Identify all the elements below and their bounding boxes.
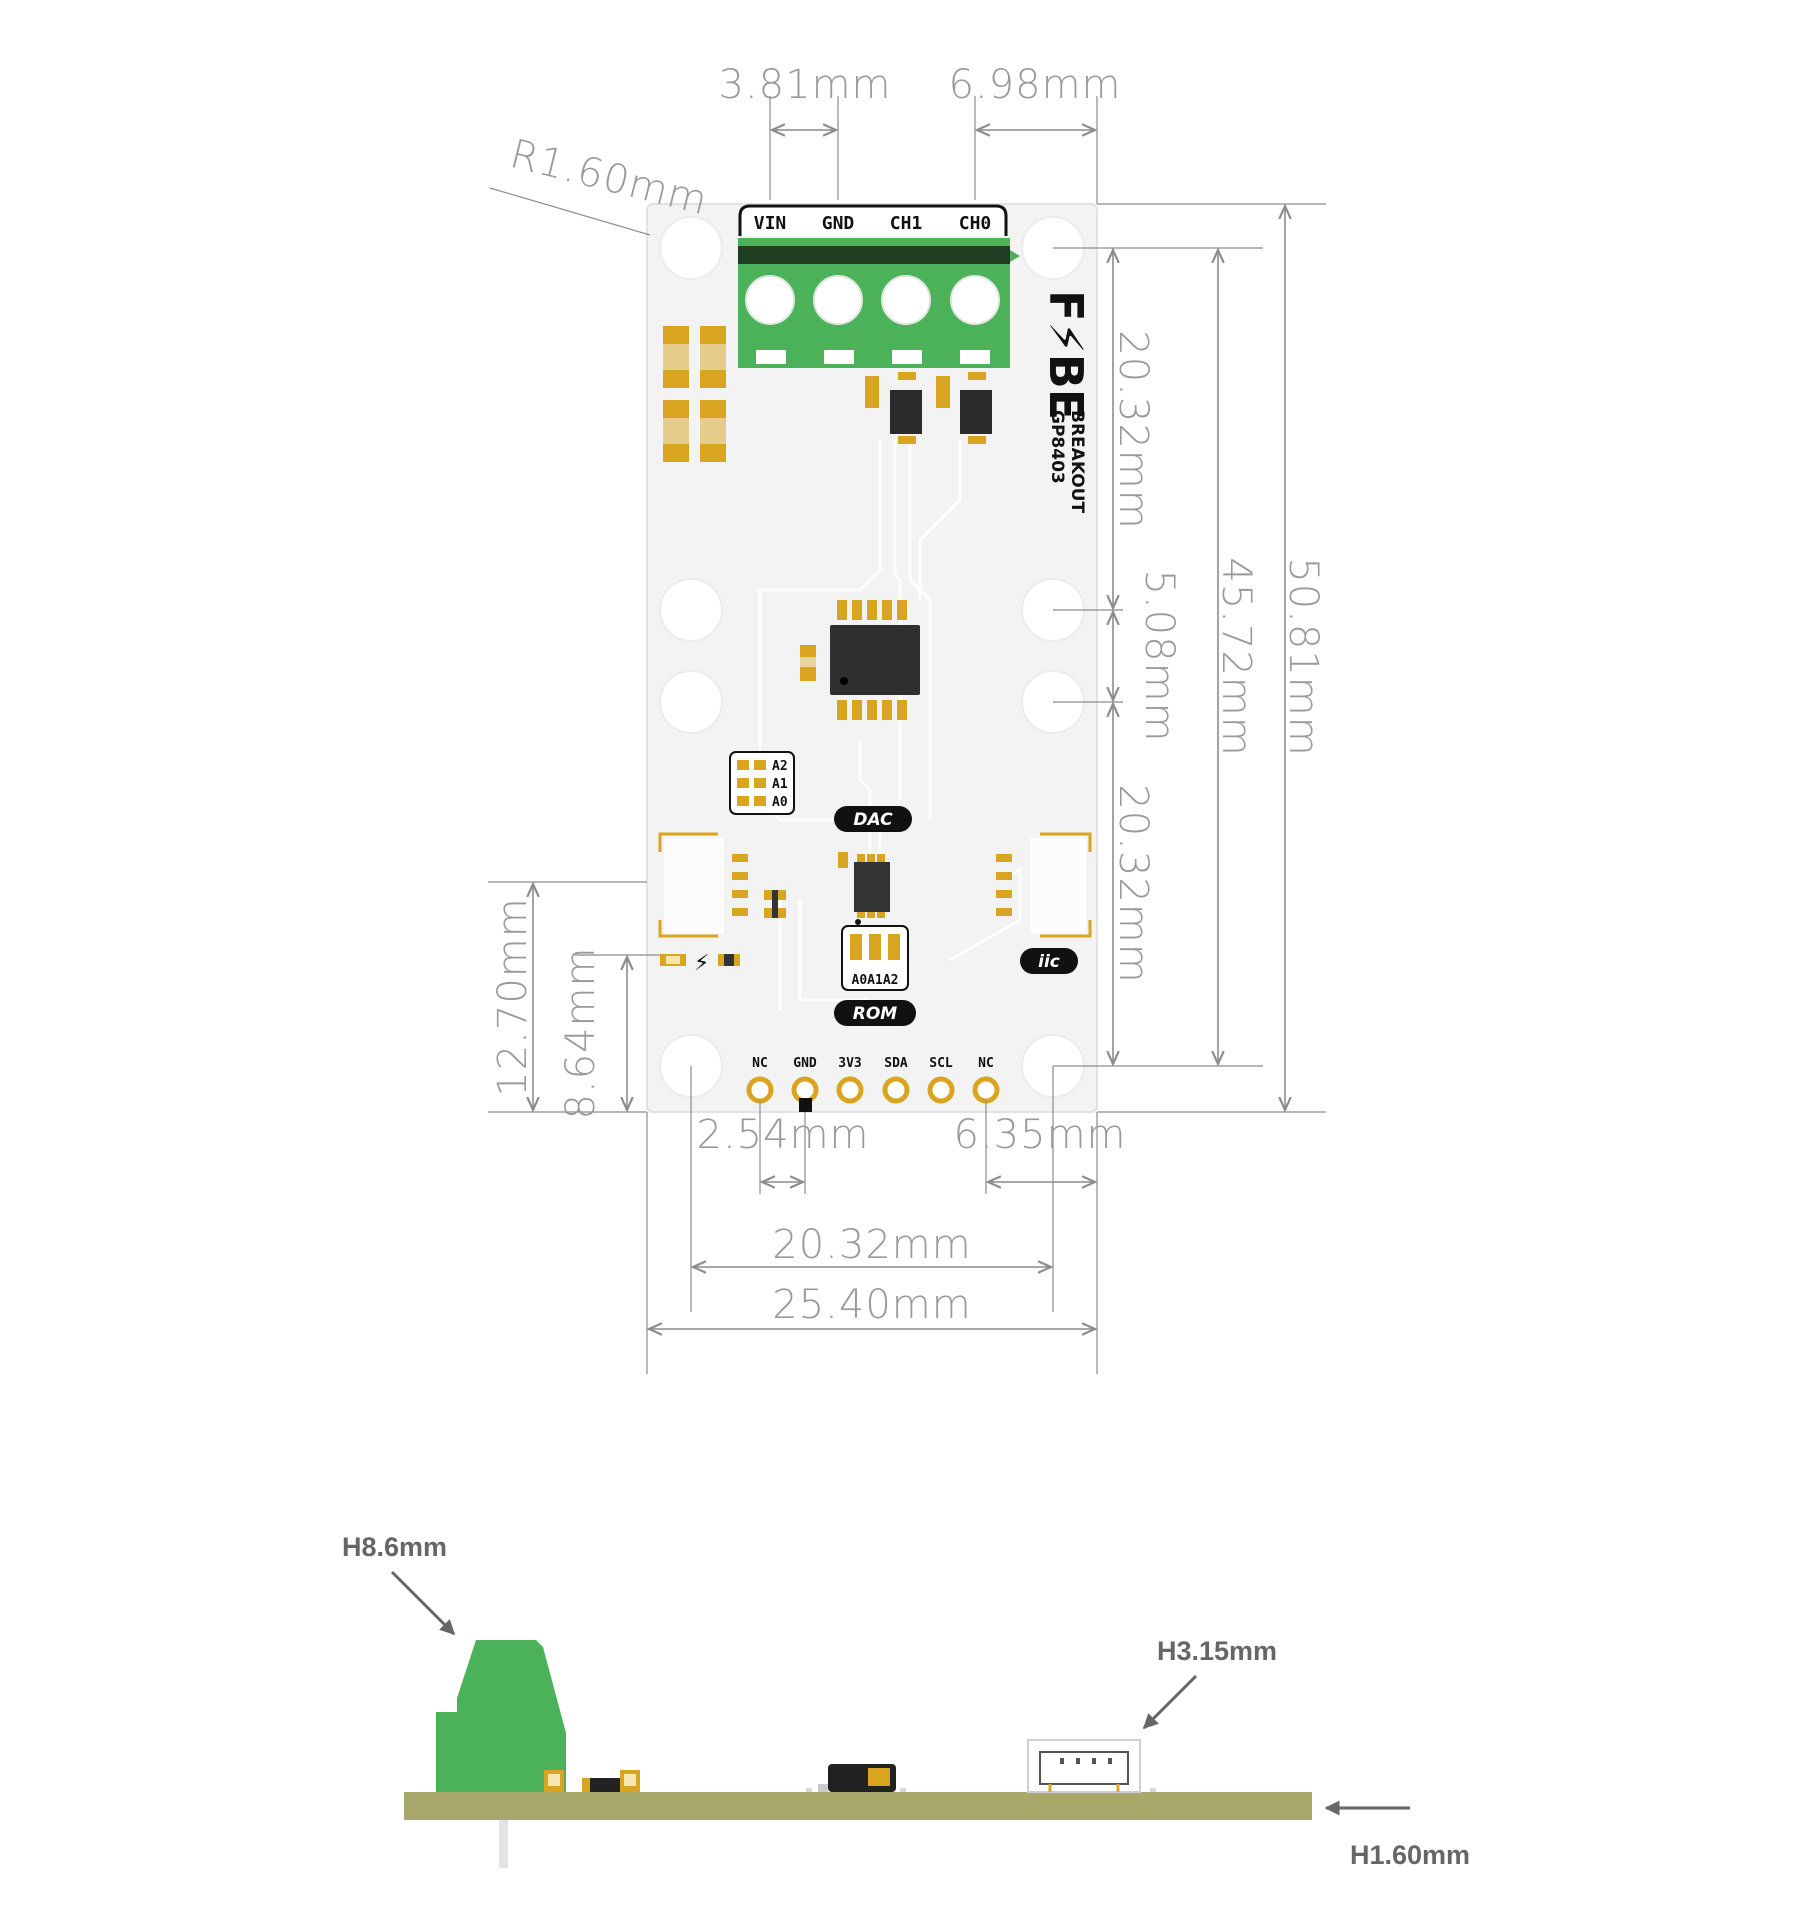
header-pins: NC GND 3V3 SDA SCL NC — [746, 1056, 1000, 1112]
address-jumpers: A2 A1 A0 — [729, 751, 795, 815]
dim-20-32-width: 20.32mm — [772, 1222, 971, 1268]
rom-badge: ROM — [834, 1000, 916, 1026]
iic-badge-text: iic — [1038, 952, 1060, 972]
side-traces — [806, 1788, 1156, 1792]
right-dimensions: 20.32mm 5.08mm 20.32mm 45.72mm 50.81mm — [1053, 203, 1326, 1113]
pin-label-scl: SCL — [929, 1056, 953, 1071]
rom-address-label: A0A1A2 — [852, 973, 899, 988]
terminal-label-vin: VIN — [754, 213, 787, 234]
pin-label-3v3: 3V3 — [838, 1056, 861, 1071]
right-iic-connector — [996, 832, 1092, 938]
power-led: ⚡ — [660, 951, 740, 976]
rom-badge-text: ROM — [853, 1004, 898, 1024]
dim-6-35: 6.35mm — [954, 1112, 1127, 1158]
dim-2-54: 2.54mm — [697, 1112, 870, 1158]
dim-6-98: 6.98mm — [949, 62, 1122, 108]
protection-diodes — [865, 372, 992, 444]
addr-label-a2: A2 — [772, 759, 788, 774]
dim-45-72: 45.72mm — [1213, 557, 1259, 756]
terminal-label-ch0: CH0 — [959, 213, 992, 234]
top-dimensions: 3.81mm 6.98mm — [719, 62, 1122, 204]
dim-r1-60: R1.60mm — [506, 131, 713, 224]
dim-5-08: 5.08mm — [1136, 570, 1182, 743]
terminal-block-side — [436, 1640, 566, 1792]
side-view: H8.6mm H3.15mm H1.60mm — [342, 1532, 1470, 1870]
dac-chip-side — [818, 1764, 896, 1792]
dim-20-32-lower: 20.32mm — [1110, 784, 1156, 983]
pcb-side — [404, 1792, 1312, 1820]
rom-chip: A0A1A2 — [838, 852, 909, 991]
pin-label-sda: SDA — [884, 1056, 908, 1071]
header-pin-side — [499, 1818, 508, 1868]
dim-12-70: 12.70mm — [490, 897, 536, 1096]
terminal-block: VIN GND CH1 CH0 — [738, 204, 1020, 368]
brand-line2: GP8403 — [1047, 410, 1067, 484]
pin-label-nc1: NC — [752, 1056, 768, 1071]
left-capacitors — [663, 326, 726, 462]
dac-badge-text: DAC — [853, 810, 893, 830]
brand-logo-text: F⚡BE — [1039, 290, 1093, 420]
terminal-label-gnd: GND — [822, 213, 855, 234]
top-view: VIN GND CH1 CH0 — [488, 62, 1326, 1374]
dim-50-81: 50.81mm — [1280, 557, 1326, 756]
dac-chip — [800, 600, 920, 720]
brand-line1: BREAKOUT — [1067, 410, 1087, 513]
bottom-dimensions: 2.54mm 6.35mm 20.32mm 25.40mm — [646, 1066, 1127, 1374]
addr-label-a1: A1 — [772, 777, 788, 792]
dim-8-64: 8.64mm — [558, 947, 604, 1120]
iic-connector-side — [1027, 1739, 1141, 1793]
dac-badge: DAC — [834, 806, 912, 832]
terminal-label-ch1: CH1 — [890, 213, 923, 234]
h-pcb-label: H1.60mm — [1350, 1840, 1470, 1870]
pin-label-nc2: NC — [978, 1056, 994, 1071]
callout-terminal-height: H8.6mm — [342, 1532, 456, 1636]
brand-logo: F⚡BE BREAKOUT GP8403 — [1039, 290, 1093, 513]
iic-badge: iic — [1020, 948, 1078, 974]
pin-label-gnd: GND — [793, 1056, 817, 1071]
h-connector-label: H3.15mm — [1157, 1636, 1277, 1666]
left-dimensions: 12.70mm 8.64mm — [488, 881, 660, 1120]
callout-connector-height: H3.15mm — [1142, 1636, 1277, 1730]
addr-label-a0: A0 — [772, 795, 788, 810]
power-icon: ⚡ — [694, 951, 709, 976]
dim-20-32-upper: 20.32mm — [1110, 330, 1156, 529]
h-terminal-label: H8.6mm — [342, 1532, 447, 1562]
dim-25-40: 25.40mm — [772, 1282, 971, 1328]
left-iic-connector — [658, 832, 786, 938]
side-components-left — [544, 1770, 640, 1792]
dim-3-81: 3.81mm — [719, 62, 892, 108]
callout-pcb-thickness: H1.60mm — [1324, 1800, 1470, 1870]
